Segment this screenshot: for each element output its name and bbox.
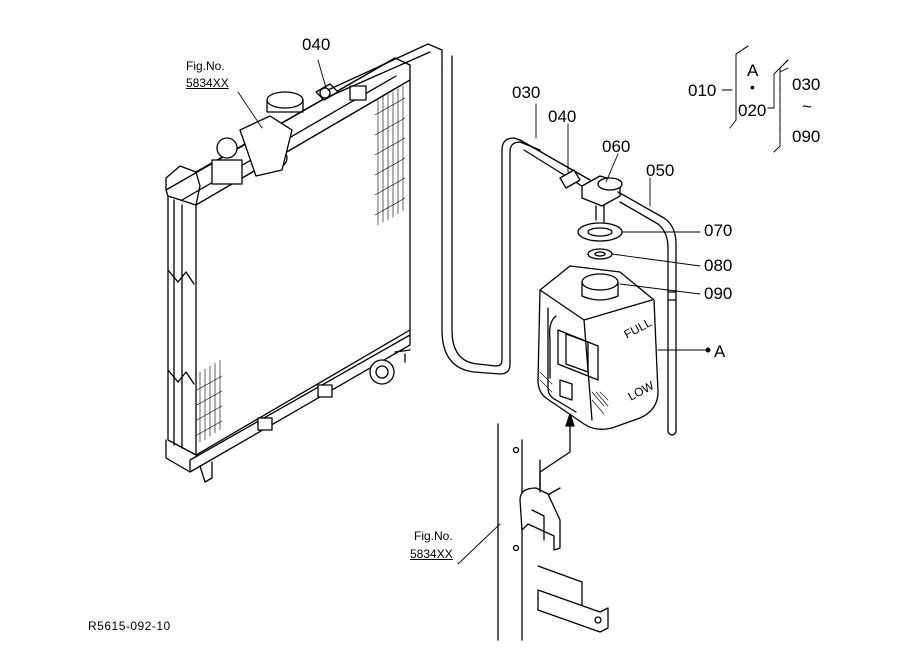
callout-010: 010 — [688, 81, 717, 100]
fig-ref-top-label: Fig.No. — [186, 59, 225, 73]
callout-090: 090 — [704, 284, 733, 303]
overflow-hose — [327, 43, 591, 375]
reservoir-cap-assembly — [577, 175, 623, 260]
mounting-arrow — [539, 413, 575, 493]
hose-050 — [617, 191, 677, 436]
fig-ref-bottom-number: 5834XX — [410, 547, 453, 561]
fig-ref-bottom-label: Fig.No. — [414, 529, 453, 543]
reservoir-tank — [537, 265, 659, 430]
callout-040-left: 040 — [302, 35, 331, 54]
callout-030: 030 — [512, 83, 541, 102]
callout-040-right: 040 — [548, 107, 577, 126]
radiator — [165, 57, 411, 483]
callout-a-box: A — [747, 61, 759, 80]
callout-050: 050 — [646, 161, 675, 180]
fig-ref-top-number: 5834XX — [186, 76, 229, 90]
tilde-separator: ~ — [802, 97, 812, 116]
callout-060: 060 — [602, 137, 631, 156]
callout-080: 080 — [704, 256, 733, 275]
callout-a-pointer: A — [714, 342, 726, 361]
callout-030-range: 030 — [792, 75, 821, 94]
callout-020: 020 — [738, 101, 767, 120]
drawing-id: R5615-092-10 — [88, 619, 171, 633]
mounting-bracket — [497, 423, 609, 641]
callout-090-range: 090 — [792, 127, 821, 146]
callout-070: 070 — [704, 221, 733, 240]
hose-clamp — [559, 169, 581, 189]
a-pointer-dot — [705, 347, 711, 353]
dot-separator: • — [750, 79, 755, 95]
